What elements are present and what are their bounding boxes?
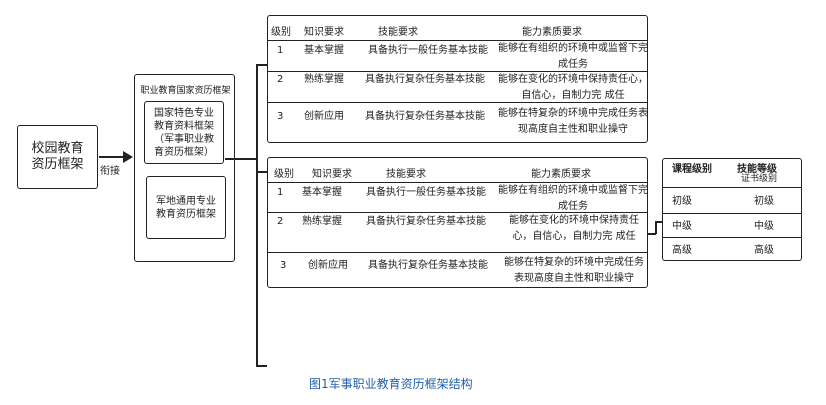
cert-level-cell: 中级 (754, 221, 774, 232)
cert-level-cell: 初级 (754, 196, 774, 207)
header-level: 级别 (271, 27, 291, 38)
header-knowledge: 知识要求 (312, 169, 352, 180)
campus-framework-label: 校园教育资历框架 (31, 141, 84, 172)
row-level: 1 (277, 45, 284, 56)
row-level: 2 (277, 216, 284, 227)
row-level: 3 (280, 260, 287, 271)
competency-table-bottom: 级别 知识要求 技能要求 能力素质要求 1 基本掌握 具备执行一般任务基本技能 … (267, 157, 648, 288)
row-skill: 具备执行复杂任务基本技能 (366, 216, 486, 227)
special-framework-label: 国家特色专业教育资料框架（军事职业教育资历框架） (154, 107, 214, 158)
special-to-tables-line (225, 158, 258, 160)
connector-arrow-line (99, 156, 125, 158)
course-level-cell: 高级 (672, 245, 692, 256)
row-knowledge: 熟练掌握 (304, 74, 344, 85)
bracket-mid-tick (256, 171, 267, 173)
row-ability: 能够在特复杂的环境中完成任务表现高度自主性和职业操守 (504, 257, 644, 284)
header-course-level: 课程级别 (672, 164, 712, 175)
row-ability: 能够在变化的环境中保持责任心，自信心，自制力完 成任 (509, 215, 639, 242)
general-framework-label: 军地通用专业教育资历框架 (156, 195, 216, 220)
course-level-cell: 中级 (672, 221, 692, 232)
row-knowledge: 创新应用 (304, 111, 344, 122)
row-knowledge: 基本掌握 (302, 187, 342, 198)
row-skill: 具备执行复杂任务基本技能 (365, 111, 485, 122)
row-skill: 具备执行复杂任务基本技能 (368, 260, 488, 271)
header-cert-level: 证书级别 (741, 174, 778, 184)
connector-label: 衔接 (100, 166, 120, 177)
general-framework-box: 军地通用专业教育资历框架 (146, 176, 226, 239)
bracket-bottom-tick (256, 365, 267, 367)
row-skill: 具备执行一般任务基本技能 (366, 187, 486, 198)
cert-connector-v (655, 221, 657, 234)
cert-connector-h1 (648, 233, 656, 235)
row-knowledge: 熟练掌握 (302, 216, 342, 227)
row-level: 3 (277, 111, 284, 122)
row-knowledge: 基本掌握 (304, 45, 344, 56)
cert-level-cell: 高级 (754, 245, 774, 256)
course-level-cell: 初级 (672, 196, 692, 207)
header-skill-level: 技能等级 (737, 164, 777, 175)
arrow-head-icon (123, 151, 133, 163)
national-framework-title: 职业教育国家资历框架 (140, 86, 231, 96)
cert-connector-h2 (655, 221, 662, 223)
certificate-table: 课程级别 技能等级 证书级别 初级 初级 中级 中级 高级 高级 (662, 158, 802, 261)
figure-caption: 图1军事职业教育资历框架结构 (309, 377, 473, 391)
header-ability: 能力素质要求 (522, 27, 582, 38)
vertical-bracket-line (256, 64, 258, 366)
competency-table-top: 级别 知识要求 技能要求 能力素质要求 1 基本掌握 具备执行一般任务基本技能 … (267, 15, 648, 143)
header-knowledge: 知识要求 (304, 27, 344, 38)
row-level: 2 (277, 74, 284, 85)
header-ability: 能力素质要求 (531, 169, 591, 180)
bracket-top-tick (256, 64, 267, 66)
row-knowledge: 创新应用 (308, 260, 348, 271)
special-framework-box: 国家特色专业教育资料框架（军事职业教育资历框架） (144, 101, 224, 164)
row-level: 1 (277, 187, 284, 198)
header-level: 级别 (274, 169, 294, 180)
row-skill: 具备执行一般任务基本技能 (368, 45, 488, 56)
row-ability: 能够在有组织的环境中或监督下完成任务 (498, 43, 648, 70)
header-skill: 技能要求 (386, 169, 426, 180)
row-ability: 能够在有组织的环境中或监督下完成任务 (498, 185, 648, 212)
header-skill: 技能要求 (378, 27, 418, 38)
row-ability: 能够在变化的环境中保持责任心，自信心，自制力完 成任 (498, 74, 648, 101)
row-skill: 具备执行复杂任务基本技能 (365, 74, 485, 85)
campus-framework-box: 校园教育资历框架 (17, 125, 98, 189)
row-ability: 能够在特复杂的环境中完成任务表现高度自主性和职业操守 (498, 108, 648, 135)
